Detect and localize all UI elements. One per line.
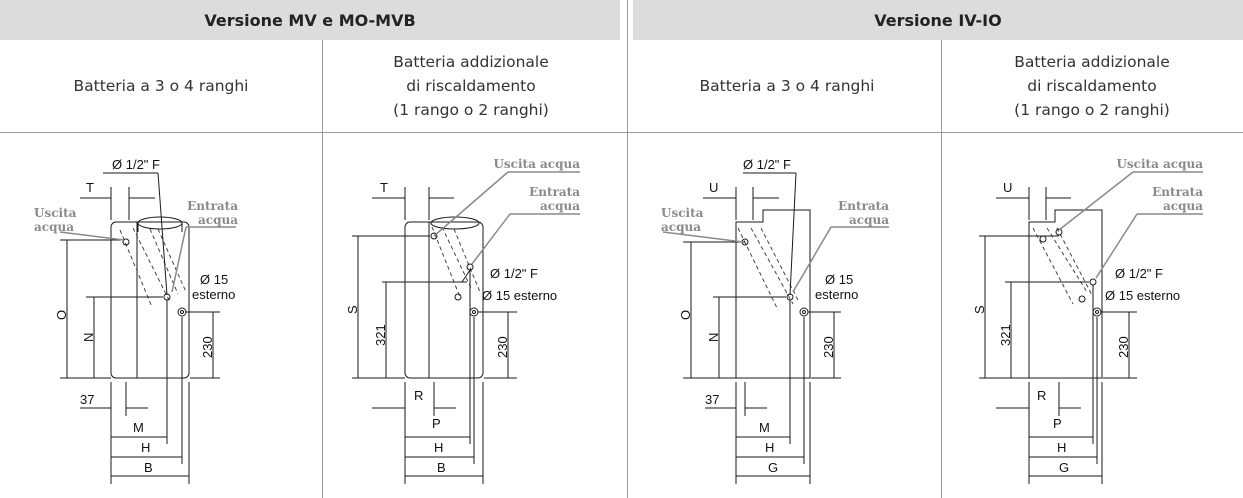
label-water-in-2: acqua [198,213,238,227]
label-37: 37 [80,392,94,407]
diagram-mv-3-4-ranghi: Ø 1/2" F T Uscita acqua Entrata acqua Ø … [34,157,238,484]
label-water-out: Uscita acqua [1116,157,1203,171]
label-water-out: Uscita acqua [493,157,580,171]
header-versione-mv: Versione MV e MO-MVB [0,0,620,40]
label-G: G [1059,460,1069,475]
label-water-out-2: acqua [34,220,74,234]
label-S: S [345,305,360,314]
label-water-out-2: acqua [661,220,701,234]
label-G: G [768,460,778,475]
label-pipe: Ø 1/2" F [743,157,791,172]
col1-title: Batteria a 3 o 4 ranghi [73,77,249,95]
label-N: N [81,333,96,342]
divider-col12 [322,40,323,498]
label-T: T [380,180,388,195]
col3-title: Batteria a 3 o 4 ranghi [699,77,875,95]
label-M: M [133,420,144,435]
label-drain-15: Ø 15 [200,272,228,287]
divider-main [627,0,628,498]
label-M: M [759,420,770,435]
label-pipe: Ø 1/2" F [1115,266,1163,281]
label-water-in-1: Entrata [529,185,580,199]
label-U: U [709,180,718,195]
label-water-out-1: Uscita [34,206,77,220]
label-pipe: Ø 1/2" F [490,266,538,281]
label-P: P [1053,416,1062,431]
label-water-in-2: acqua [849,213,889,227]
label-321: 321 [998,324,1013,346]
label-drain-ext: esterno [192,287,235,302]
label-U: U [1003,180,1012,195]
label-drain-15: Ø 15 [825,272,853,287]
diagram-iv-addizionale: Uscita acqua Entrata acqua U Ø 1/2" F Ø … [972,157,1203,484]
label-R: R [414,388,423,403]
label-T: T [86,180,94,195]
label-230: 230 [821,336,836,358]
label-S: S [972,305,987,314]
label-N: N [706,333,721,342]
label-230: 230 [200,336,215,358]
label-water-in-1: Entrata [838,199,889,213]
label-drain: Ø 15 esterno [482,288,557,303]
label-B: B [144,460,153,475]
label-H: H [434,440,443,455]
label-pipe: Ø 1/2" F [112,157,160,172]
label-water-in-2: acqua [1163,199,1203,213]
diagram-iv-3-4-ranghi: Ø 1/2" F U Uscita acqua Entrata acqua Ø … [661,157,889,484]
label-230: 230 [495,336,510,358]
diagram-mv-addizionale: Uscita acqua Entrata acqua T Ø 1/2" F Ø … [345,157,580,484]
label-drain: Ø 15 esterno [1105,288,1180,303]
label-B: B [437,460,446,475]
label-P: P [432,416,441,431]
label-O: O [54,310,69,320]
label-H: H [141,440,150,455]
label-R: R [1037,388,1046,403]
divider-title-row [0,132,1243,133]
label-water-in-2: acqua [540,199,580,213]
label-H: H [765,440,774,455]
label-230: 230 [1116,336,1131,358]
label-O: O [678,310,693,320]
label-321: 321 [373,324,388,346]
label-water-in-1: Entrata [1152,185,1203,199]
label-water-in-1: Entrata [187,199,238,213]
header-versione-iv: Versione IV-IO [633,0,1243,40]
divider-col34 [941,40,942,498]
label-H: H [1057,440,1066,455]
label-drain-ext: esterno [815,287,858,302]
label-37: 37 [705,392,719,407]
label-water-out-1: Uscita [661,206,704,220]
